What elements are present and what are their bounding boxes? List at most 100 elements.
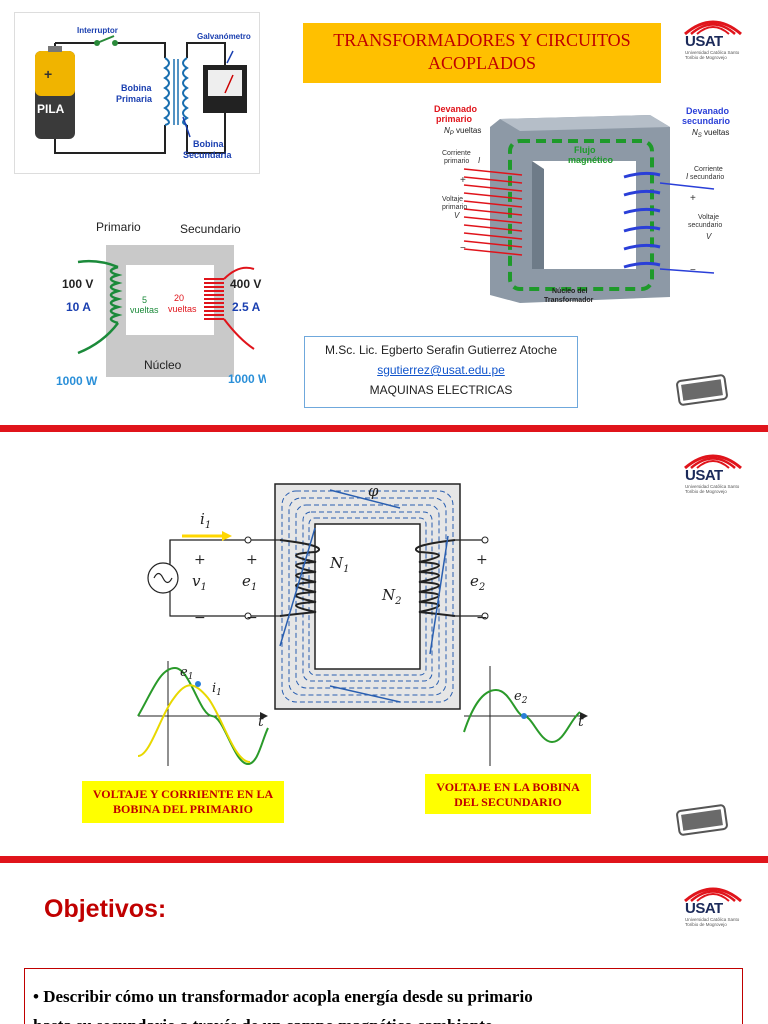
secondary-current: 2.5 A: [232, 300, 261, 314]
secundario-label: Secundario: [180, 222, 241, 236]
primary-time-label: t: [258, 714, 264, 730]
svg-text:e2: e2: [470, 572, 485, 593]
secondary-plus-sign: +: [690, 193, 696, 204]
e1-plus-sign: +: [246, 552, 258, 568]
transformer-schematic: i1 v1 e1 N1 N2 e2 φ + − + − + − e1 i1: [130, 476, 600, 778]
corriente-secundario-label-1: Corriente: [694, 166, 723, 173]
primary-power: 1000 W: [56, 374, 98, 388]
author-email-link[interactable]: sgutierrez@usat.edu.pe: [377, 363, 505, 377]
secondary-caption-box: VOLTAJE EN LA BOBINA DEL SECUNDARIO: [425, 774, 591, 814]
accreditation-seal: [676, 372, 728, 408]
e2-subscript: 2: [478, 582, 485, 593]
secondary-power: 1000 W: [228, 372, 266, 386]
primary-plus-sign: +: [460, 175, 466, 186]
usat-logo-text: USAT: [685, 467, 723, 484]
primary-turns-subscript: P: [450, 131, 454, 137]
title-line-1: TRANSFORMADORES Y CIRCUITOS: [333, 30, 631, 50]
n1-subscript: 1: [343, 564, 349, 575]
n2-subscript: 2: [394, 596, 401, 607]
corriente-primario-label-2: primario: [444, 158, 469, 165]
devanado-primario-label-2: primario: [436, 114, 473, 124]
wave-e2-symbol: e: [514, 689, 522, 704]
primary-turns-symbol: N: [444, 126, 450, 135]
devanado-secundario-label-2: secundario: [682, 116, 731, 126]
course-name: MAQUINAS ELECTRICAS: [369, 383, 513, 397]
svg-text:NS vueltas: NS vueltas: [692, 128, 729, 139]
e2-minus-sign: −: [476, 610, 488, 626]
wave-e1-subscript: 1: [188, 672, 194, 682]
bobina-primaria-label-2: Primaria: [116, 94, 153, 104]
n1-symbol: N: [329, 554, 344, 572]
corriente-secundario-label-2: secundario: [690, 174, 724, 181]
pila-label: PILA: [37, 102, 65, 116]
e1-symbol: e: [242, 572, 251, 590]
objective-item: • Describir cómo un transformador acopla…: [24, 968, 743, 1024]
usat-logo-text: USAT: [685, 33, 723, 50]
usat-arc-icon: [684, 20, 742, 36]
primary-caption-line-1: VOLTAJE Y CORRIENTE EN LA: [92, 787, 274, 801]
transformer-core-drawing: Devanado primario NP vueltas Devanado se…: [434, 104, 731, 304]
secondary-voltage-symbol: V: [706, 232, 712, 241]
voltaje-secundario-label-1: Voltaje: [698, 214, 719, 221]
svg-text:e1: e1: [242, 572, 257, 593]
objective-text-continued: hasta su secundario a través de un campo…: [33, 1011, 734, 1024]
accreditation-stamp-icon: [676, 804, 728, 836]
primary-current: 10 A: [66, 300, 91, 314]
primary-caption-box: VOLTAJE Y CORRIENTE EN LA BOBINA DEL PRI…: [82, 781, 284, 823]
svg-text:e1: e1: [180, 665, 193, 682]
svg-text:+: +: [44, 66, 52, 82]
wave-e2-subscript: 2: [521, 696, 528, 706]
usat-logo-subtitle: Universidad Católica Santo Toribio de Mo…: [685, 50, 740, 60]
corriente-primario-label-1: Corriente: [442, 150, 471, 157]
primary-turns-unit: vueltas: [130, 305, 159, 315]
interruptor-label: Interruptor: [77, 26, 118, 35]
secondary-caption-line-2: DEL SECUNDARIO: [454, 795, 562, 809]
objective-text: • Describir cómo un transformador acopla…: [33, 987, 533, 1006]
usat-logo: USAT Universidad Católica Santo Toribio …: [683, 883, 743, 929]
slide-1: + PILA Interruptor Galvanómetro Bobina P…: [0, 0, 768, 425]
v1-plus-sign: +: [194, 552, 206, 568]
secondary-caption-line-1: VOLTAJE EN LA BOBINA: [436, 780, 580, 794]
secondary-current-symbol: I: [686, 172, 689, 181]
wave-i1-symbol: i: [212, 681, 216, 696]
transformer-core-3d: Devanado primario NP vueltas Devanado se…: [424, 97, 740, 319]
i1-subscript: 1: [205, 520, 211, 531]
svg-text:i1: i1: [212, 681, 222, 698]
voltaje-secundario-label-2: secundario: [688, 222, 722, 229]
circuit-drawing: + PILA Interruptor Galvanómetro Bobina P…: [35, 26, 251, 160]
accreditation-stamp-icon: [676, 374, 728, 406]
devanado-secundario-label-1: Devanado: [686, 106, 730, 116]
svg-text:N2: N2: [381, 586, 402, 607]
slide-separator: [0, 425, 768, 432]
primary-current-symbol: I: [478, 156, 481, 165]
usat-arc-icon: [684, 454, 742, 470]
transformer-turns-diagram: Primario Secundario 100 V 10 A 400 V 2.5…: [52, 197, 270, 411]
secondary-turns-subscript: S: [698, 133, 702, 139]
title-line-2: ACOPLADOS: [427, 53, 537, 73]
v1-minus-sign: −: [194, 610, 206, 626]
primary-waveform: e1 i1 t: [137, 661, 269, 766]
wave-e1-symbol: e: [180, 665, 188, 680]
e2-plus-sign: +: [476, 552, 488, 568]
bobina-primaria-label-1: Bobina: [121, 83, 152, 93]
nucleo-label-1: Núcleo del: [552, 288, 587, 295]
v1-subscript: 1: [200, 582, 206, 593]
secondary-turns-unit: vueltas: [702, 128, 730, 137]
svg-text:v1: v1: [192, 572, 207, 593]
primary-voltage: 100 V: [62, 277, 93, 291]
secondary-time-label: t: [578, 714, 584, 730]
devanado-primario-label-1: Devanado: [434, 104, 478, 114]
svg-text:e2: e2: [514, 689, 528, 706]
circuit-diagram: + PILA Interruptor Galvanómetro Bobina P…: [14, 12, 260, 174]
primary-minus-sign: −: [460, 243, 466, 254]
voltaje-primario-label-2: primario: [442, 204, 467, 211]
primary-turns: 5: [142, 295, 147, 305]
secondary-turns: 20: [174, 293, 184, 303]
v1-symbol: v: [192, 572, 201, 590]
e1-minus-sign: −: [246, 610, 258, 626]
slide-2: USAT Universidad Católica Santo Toribio …: [0, 432, 768, 856]
slide-separator: [0, 856, 768, 863]
voltaje-primario-label-1: Voltaje: [442, 196, 463, 203]
bobina-secundaria-label-1: Bobina: [193, 139, 224, 149]
usat-logo: USAT Universidad Católica Santo Toribio …: [683, 16, 743, 62]
